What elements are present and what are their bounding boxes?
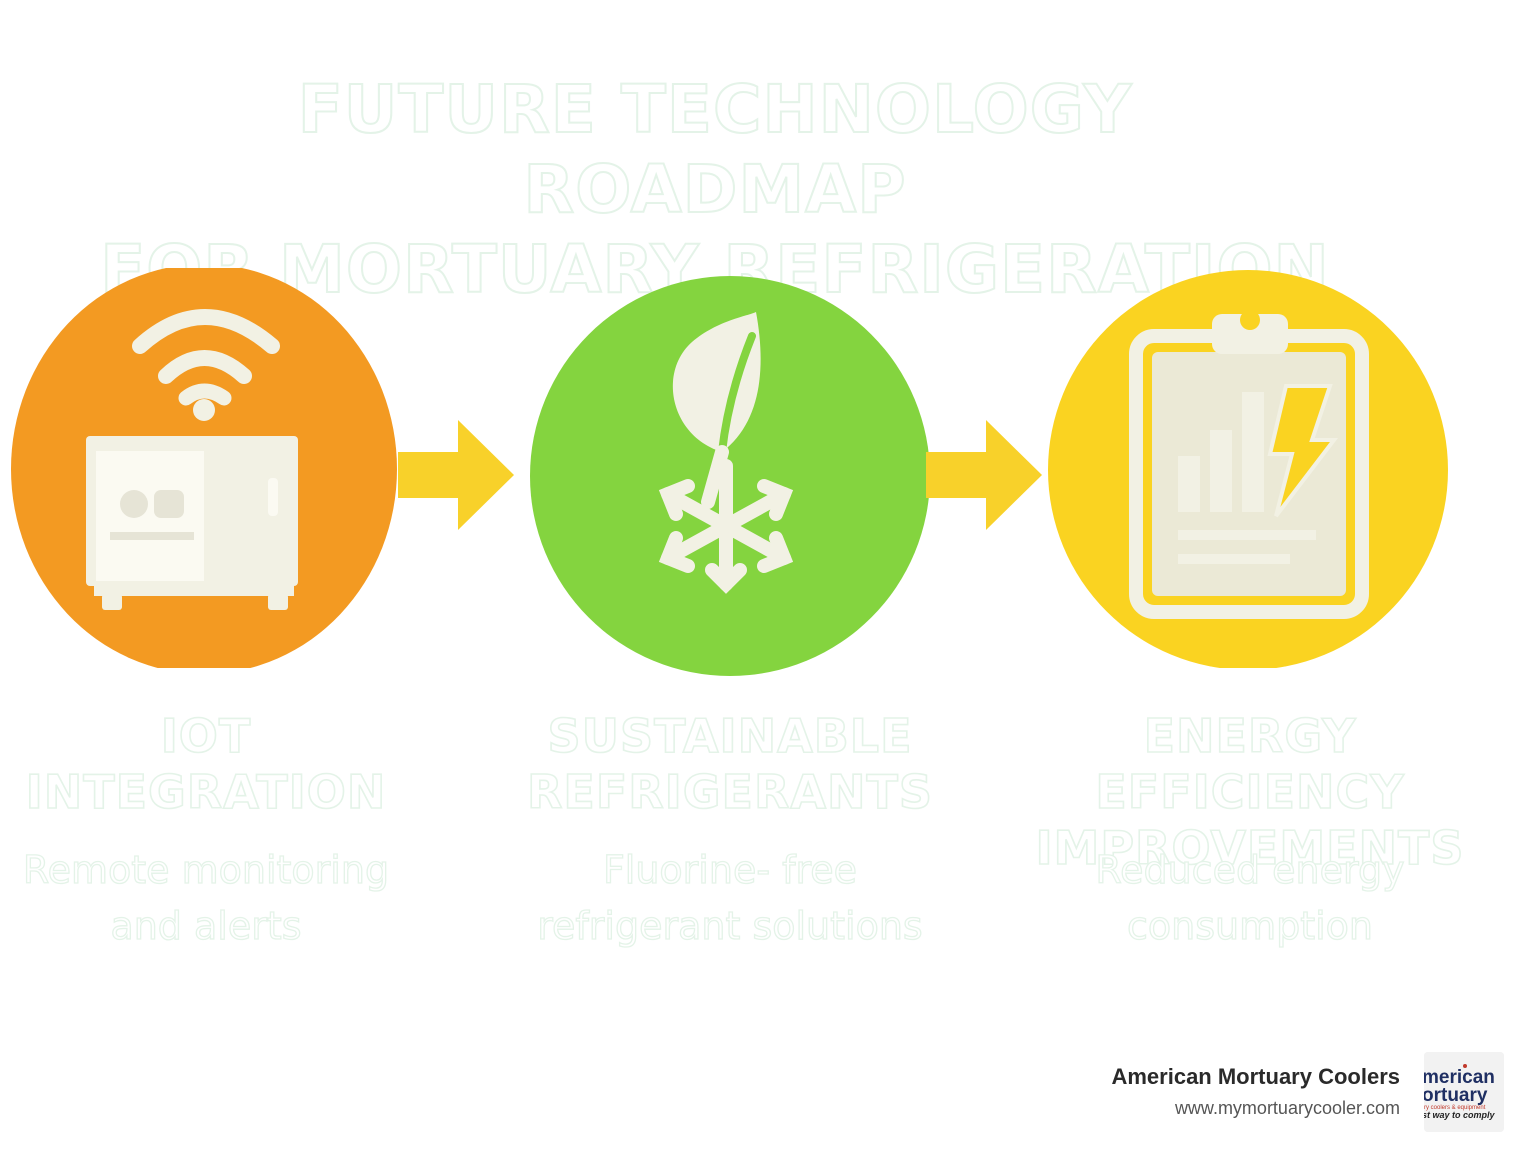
arrow-right-icon (926, 420, 1042, 530)
brand-name: American Mortuary Coolers (1111, 1064, 1400, 1089)
step-desc-line: and alerts (110, 903, 302, 948)
step-title-energy: ENERGY EFFICIENCY IMPROVEMENTS (1010, 708, 1490, 876)
step-title-line: IOT (160, 708, 252, 764)
step-desc-line: consumption (1126, 903, 1374, 948)
logo-text-1: merican (1424, 1067, 1495, 1088)
step-title-line: REFRIGERANTS (526, 764, 933, 820)
step-circle-iot (6, 268, 406, 668)
leaf-snowflake-icon (530, 276, 930, 676)
step-title-iot: IOT INTEGRATION (0, 708, 412, 820)
step-desc-iot: Remote monitoring and alerts (0, 842, 412, 954)
step-title-sustainable: SUSTAINABLE REFRIGERANTS (520, 708, 940, 820)
step-circle-sustainable (530, 276, 930, 676)
logo-text-2: ortuary (1424, 1085, 1488, 1106)
arrow-right-icon (398, 420, 514, 530)
step-title-line: ENERGY EFFICIENCY (1095, 708, 1405, 820)
brand-logo: merican ortuary ry coolers & equipment s… (1424, 1052, 1504, 1132)
step-title-line: IMPROVEMENTS (1035, 820, 1465, 876)
step-desc-line: refrigerant solutions (537, 903, 924, 948)
wifi-cooler-icon (11, 268, 397, 668)
step-desc-line: Reduced energy (1095, 847, 1405, 892)
step-title-line: SUSTAINABLE (547, 708, 913, 764)
step-desc-sustainable: Fluorine- free refrigerant solutions (520, 842, 940, 954)
step-circle-energy (1048, 268, 1448, 668)
step-desc-line: Fluorine- free (602, 847, 858, 892)
step-desc-energy: Reduced energy consumption (1010, 842, 1490, 954)
brand-logo-icon: merican ortuary ry coolers & equipment s… (1424, 1052, 1504, 1132)
page-title: FUTURE TECHNOLOGY ROADMAP FOR MORTUARY R… (99, 70, 1330, 310)
step-title-line: INTEGRATION (25, 764, 387, 820)
brand-url[interactable]: www.mymortuarycooler.com (1174, 1098, 1400, 1118)
title-line-1: FUTURE TECHNOLOGY ROADMAP (297, 70, 1133, 229)
logo-text-3: ry coolers & equipment (1424, 1105, 1486, 1111)
step-desc-line: Remote monitoring (22, 847, 390, 892)
logo-text-4: st way to comply (1424, 1110, 1496, 1120)
clipboard-energy-chart-icon (1048, 270, 1448, 668)
